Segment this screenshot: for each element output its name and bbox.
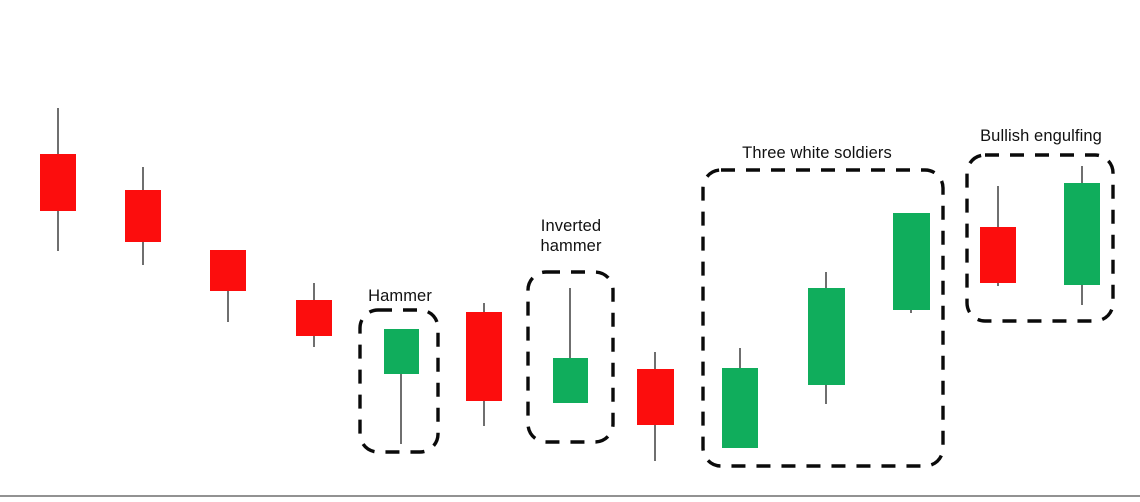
candle-body <box>40 154 76 211</box>
candle-body <box>125 190 161 242</box>
candle-body <box>980 227 1016 283</box>
candle-8-bearish <box>637 352 674 461</box>
candle-6-bearish <box>466 303 502 426</box>
candle-4-bearish <box>296 283 332 347</box>
pattern-box-inverted-hammer <box>526 270 615 444</box>
candle-body <box>808 288 845 385</box>
annotation-box-group <box>358 153 1115 468</box>
pattern-box-three-soldiers <box>701 168 945 468</box>
pattern-label-three-white-soldiers: Three white soldiers <box>742 144 892 162</box>
pattern-box-hammer <box>358 308 440 454</box>
candle-group <box>40 108 1100 461</box>
candle-body <box>553 358 588 403</box>
candle-13-bullish <box>1064 166 1100 305</box>
candle-body <box>384 329 419 374</box>
candle-body <box>296 300 332 336</box>
candle-body <box>637 369 674 425</box>
candle-2-bearish <box>125 167 161 265</box>
pattern-box-bullish-engulf <box>965 153 1115 323</box>
candle-9-bullish <box>722 348 758 448</box>
candle-body <box>1064 183 1100 285</box>
candle-3-bearish <box>210 250 246 322</box>
pattern-label-hammer: Hammer <box>368 287 432 305</box>
candle-body <box>722 368 758 448</box>
pattern-label-inverted-hammer: Inverted hammer <box>540 217 602 255</box>
candle-7-bullish <box>553 288 588 403</box>
candle-11-bullish <box>893 213 930 313</box>
pattern-label-bullish-engulfing: Bullish engulfing <box>980 127 1102 145</box>
candle-12-bearish <box>980 186 1016 286</box>
candle-10-bullish <box>808 272 845 404</box>
candle-body <box>210 250 246 291</box>
candle-body <box>893 213 930 310</box>
candle-1-bearish <box>40 108 76 251</box>
candle-body <box>466 312 502 401</box>
candle-5-bullish <box>384 329 419 444</box>
